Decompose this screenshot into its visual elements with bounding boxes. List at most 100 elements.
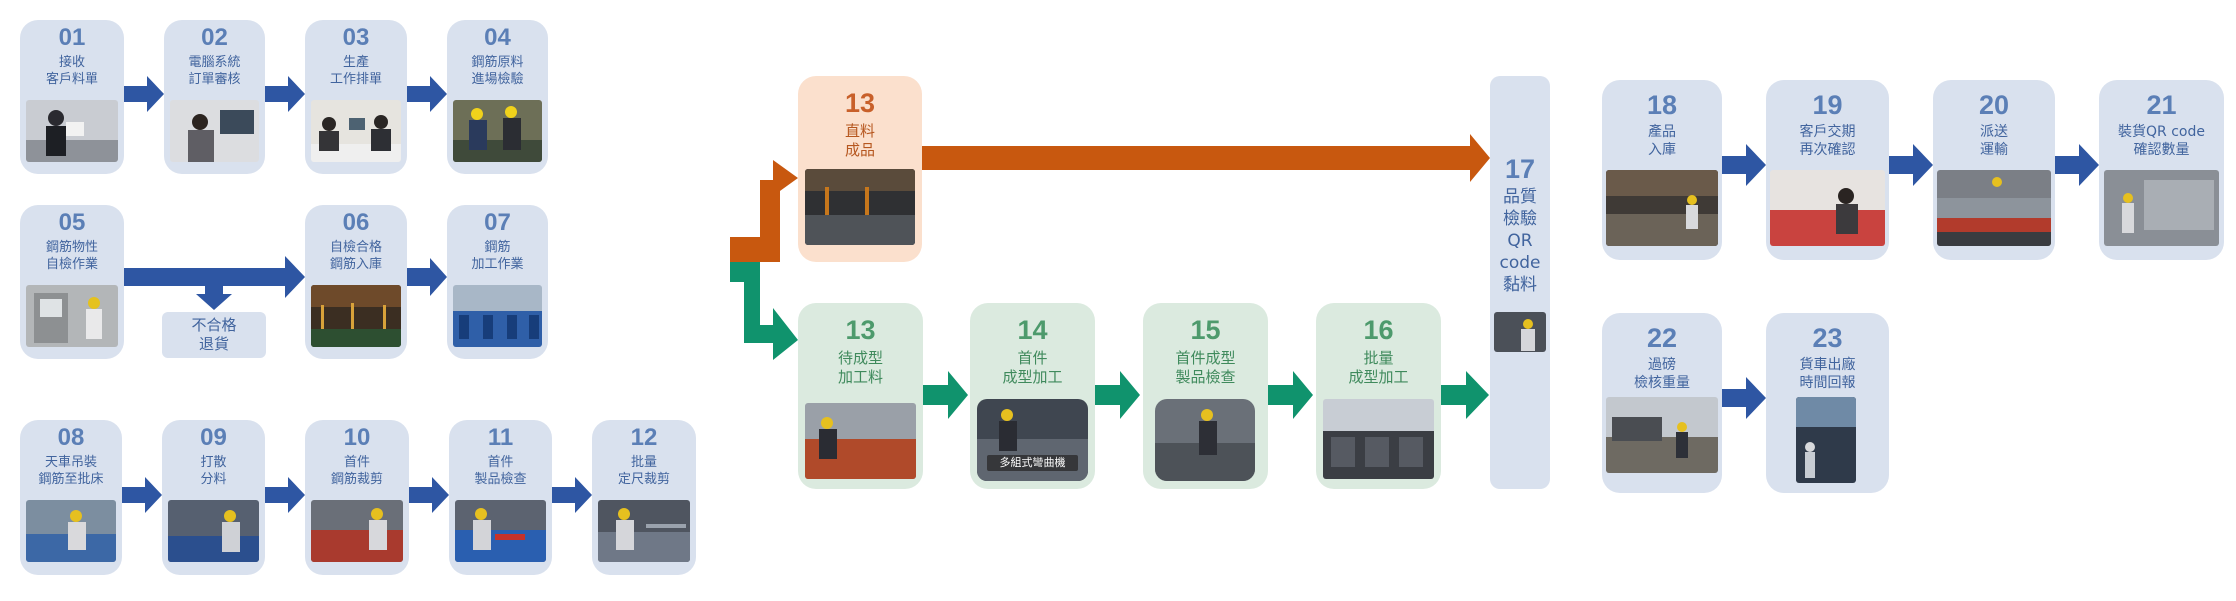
step-number: 04 bbox=[484, 24, 511, 51]
arrow-02-03 bbox=[265, 76, 305, 112]
arrow-16-17 bbox=[1441, 371, 1489, 419]
step-label: 鋼筋 加工作業 bbox=[471, 240, 524, 272]
step-13-straight-card: 13 直料 成品 bbox=[798, 76, 922, 262]
step-20-card: 20 派送 運輸 bbox=[1933, 80, 2055, 260]
step-label: 生產 工作排單 bbox=[329, 55, 382, 87]
step-09-card: 09 打散 分料 bbox=[162, 420, 265, 575]
step-label: 批量 成型加工 bbox=[1348, 349, 1409, 386]
lab-testing-photo bbox=[26, 285, 118, 347]
step-number: 13 bbox=[845, 315, 876, 345]
arrow-22-23 bbox=[1722, 377, 1766, 419]
qr-labelling-photo bbox=[1494, 312, 1546, 352]
machine-caption: 多組式彎曲機 bbox=[987, 455, 1078, 471]
weighbridge-photo bbox=[1606, 397, 1718, 473]
reject-return-box: 不合格 退貨 bbox=[162, 312, 266, 358]
office-phone-photo bbox=[1770, 170, 1885, 246]
step-label: 打散 分料 bbox=[200, 455, 227, 487]
step-23-card: 23 貨車出廠 時間回報 bbox=[1766, 313, 1889, 493]
machinery-photo bbox=[453, 285, 542, 347]
step-number: 08 bbox=[57, 424, 85, 451]
step-16-card: 16 批量 成型加工 bbox=[1316, 303, 1441, 489]
step-number: 18 bbox=[1646, 90, 1678, 120]
step-number: 16 bbox=[1363, 315, 1394, 345]
step-08-card: 08 天車吊裝 鋼筋至批床 bbox=[20, 420, 122, 575]
step-07-card: 07 鋼筋 加工作業 bbox=[447, 205, 548, 359]
storage-yard-photo bbox=[1606, 170, 1718, 246]
step-label: 電腦系統 訂單審核 bbox=[188, 55, 241, 87]
arrow-11-12 bbox=[552, 477, 592, 513]
step-02-card: 02 電腦系統 訂單審核 bbox=[164, 20, 265, 174]
step-label: 首件 鋼筋裁剪 bbox=[330, 455, 383, 487]
office-computer-photo bbox=[170, 100, 259, 162]
step-label: 鋼筋原料 進場檢驗 bbox=[471, 55, 524, 87]
step-number: 01 bbox=[58, 24, 86, 51]
arrow-13a-17 bbox=[922, 134, 1490, 182]
step-04-card: 04 鋼筋原料 進場檢驗 bbox=[447, 20, 548, 174]
truck-gate-photo bbox=[1796, 397, 1856, 483]
step-number: 23 bbox=[1812, 323, 1843, 353]
step-label: 鋼筋物性 自檢作業 bbox=[45, 240, 98, 272]
step-label: 首件 製品檢查 bbox=[474, 455, 527, 487]
step-06-card: 06 自檢合格 鋼筋入庫 bbox=[305, 205, 407, 359]
rebar-warehouse-photo bbox=[311, 285, 401, 347]
arrow-18-19 bbox=[1722, 144, 1766, 186]
step-number: 21 bbox=[2146, 90, 2177, 120]
straight-rebar-stock-photo bbox=[805, 169, 915, 245]
bending-machine-photo: 多組式彎曲機 bbox=[977, 399, 1088, 481]
step-number: 11 bbox=[487, 424, 514, 451]
workers-inspecting-photo bbox=[453, 100, 542, 162]
step-number: 17 bbox=[1504, 154, 1536, 184]
step-label: 裝貨QR code 確認數量 bbox=[2118, 124, 2205, 158]
formed-rebar-bundles-photo bbox=[1323, 399, 1434, 479]
step-19-card: 19 客戶交期 再次確認 bbox=[1766, 80, 1889, 260]
step-01-card: 01 接收 客戶料單 bbox=[20, 20, 124, 174]
step-label: 天車吊裝 鋼筋至批床 bbox=[38, 455, 104, 487]
meeting-photo bbox=[311, 100, 401, 162]
formed-inspection-photo bbox=[1155, 399, 1255, 481]
step-13-preform-card: 13 待成型 加工料 bbox=[798, 303, 923, 489]
arrow-03-04 bbox=[407, 76, 447, 112]
arrow-08-09 bbox=[122, 477, 162, 513]
step-label: 直料 成品 bbox=[844, 122, 875, 159]
step-number: 05 bbox=[58, 209, 86, 236]
arrow-split-orange bbox=[730, 160, 798, 262]
step-18-card: 18 產品 入庫 bbox=[1602, 80, 1722, 260]
batch-cutting-photo bbox=[598, 500, 690, 562]
step-10-card: 10 首件 鋼筋裁剪 bbox=[305, 420, 409, 575]
step-number: 06 bbox=[342, 209, 370, 236]
step-05-card: 05 鋼筋物性 自檢作業 bbox=[20, 205, 124, 359]
step-label: 首件 成型加工 bbox=[1002, 349, 1063, 386]
arrow-10-11 bbox=[409, 477, 449, 513]
step-label: 首件成型 製品檢查 bbox=[1175, 349, 1236, 386]
step-22-card: 22 過磅 檢核重量 bbox=[1602, 313, 1722, 493]
step-label: 待成型 加工料 bbox=[837, 349, 883, 386]
step-number: 15 bbox=[1190, 315, 1221, 345]
step-label: 接收 客戶料單 bbox=[45, 55, 98, 87]
person-with-documents-photo bbox=[26, 100, 118, 162]
step-12-card: 12 批量 定尺裁剪 bbox=[592, 420, 696, 575]
step-17-column: 17 品質 檢驗 QR code 黏料 bbox=[1490, 76, 1550, 489]
crane-loading-photo bbox=[26, 500, 116, 562]
step-label: 過磅 檢核重量 bbox=[1634, 357, 1690, 391]
step-label: 品質 檢驗 QR code 黏料 bbox=[1499, 187, 1541, 295]
step-label: 產品 入庫 bbox=[1648, 124, 1676, 158]
step-label: 批量 定尺裁剪 bbox=[617, 455, 670, 487]
step-21-card: 21 裝貨QR code 確認數量 bbox=[2099, 80, 2224, 260]
sorting-rebar-photo bbox=[168, 500, 259, 562]
qr-scanning-photo bbox=[2104, 170, 2219, 246]
step-number: 10 bbox=[343, 424, 371, 451]
step-number: 07 bbox=[484, 209, 511, 236]
step-number: 13 bbox=[844, 88, 876, 118]
arrow-20-21 bbox=[2055, 144, 2099, 186]
arrow-05-06 bbox=[124, 256, 305, 298]
arrow-to-reject bbox=[196, 286, 232, 310]
arrow-15-16 bbox=[1268, 371, 1313, 419]
arrow-13b-14 bbox=[923, 371, 968, 419]
arrow-14-15 bbox=[1095, 371, 1140, 419]
arrow-09-10 bbox=[265, 477, 305, 513]
truck-loading-photo bbox=[1937, 170, 2051, 246]
arrow-19-20 bbox=[1889, 144, 1933, 186]
step-number: 20 bbox=[1978, 90, 2010, 120]
rebar-bed-photo bbox=[805, 403, 916, 479]
step-label: 貨車出廠 時間回報 bbox=[1799, 357, 1856, 391]
